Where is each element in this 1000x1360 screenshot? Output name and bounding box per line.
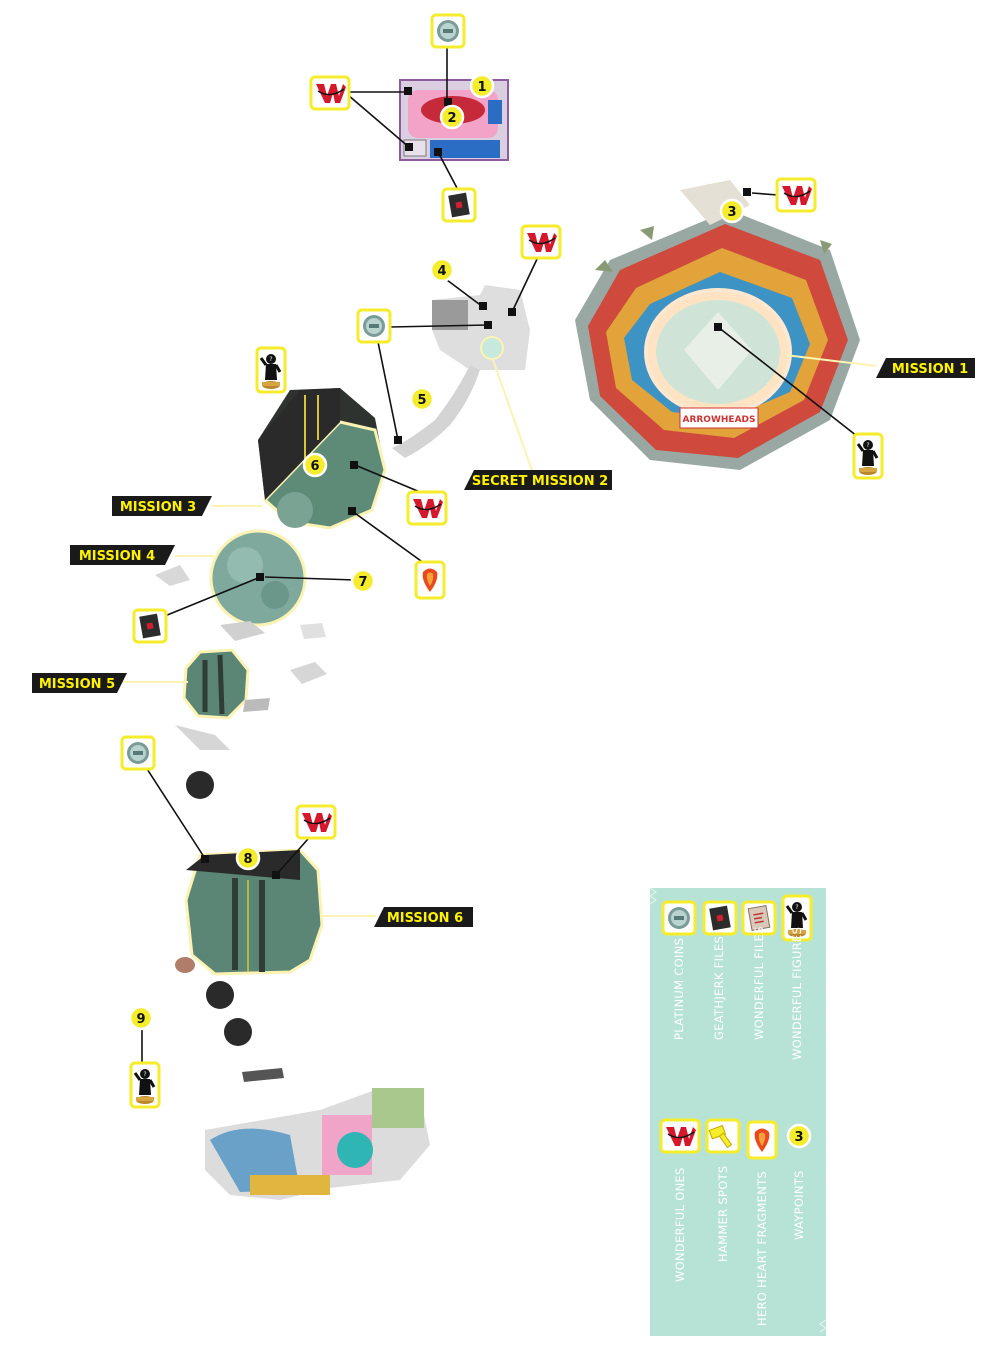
hero-heart-fragment-icon xyxy=(746,1120,778,1160)
svg-text:MISSION 3: MISSION 3 xyxy=(120,500,196,515)
wonderful-one-icon[interactable] xyxy=(295,804,337,840)
marker-squares xyxy=(201,87,751,879)
platinum-coin-icon[interactable] xyxy=(430,13,466,49)
platinum-coin-icon[interactable] xyxy=(120,735,156,771)
waypoint-3[interactable]: 3 xyxy=(719,198,745,224)
mission-label-3: MISSION 3 xyxy=(112,496,212,516)
svg-text:9: 9 xyxy=(136,1012,145,1027)
platinum-coin-icon xyxy=(661,900,697,936)
svg-text:MISSION 5: MISSION 5 xyxy=(39,677,115,692)
svg-text:MISSION 1: MISSION 1 xyxy=(892,362,968,377)
svg-text:6: 6 xyxy=(310,459,319,474)
svg-text:4: 4 xyxy=(437,264,446,279)
area-mission-6 xyxy=(175,848,324,1082)
wonderful-one-icon[interactable] xyxy=(406,490,448,526)
waypoint-7[interactable]: 7 xyxy=(350,568,376,594)
wonderful-figure-icon[interactable] xyxy=(129,1061,161,1109)
waypoint-1[interactable]: 1 xyxy=(469,73,495,99)
wonderful-one-icon[interactable] xyxy=(520,224,562,260)
geathjerk-file-icon[interactable] xyxy=(441,187,477,223)
svg-text:5: 5 xyxy=(417,393,426,408)
waypoint-5[interactable]: 5 xyxy=(409,386,435,412)
svg-text:1: 1 xyxy=(477,80,486,95)
svg-text:8: 8 xyxy=(243,852,252,867)
area-bottom-base xyxy=(205,1088,430,1200)
svg-text:MISSION 6: MISSION 6 xyxy=(387,911,463,926)
legend-waypoint: 3 xyxy=(786,1123,812,1149)
wonderful-one-icon[interactable] xyxy=(775,177,817,213)
legend-waypoints-label: WAYPOINTS xyxy=(792,1170,806,1240)
legend-heart-label: HERO HEART FRAGMENTS xyxy=(755,1171,769,1326)
hammer-spot-icon xyxy=(705,1118,741,1154)
legend-wfigures-label: WONDERFUL FIGURES xyxy=(790,927,804,1060)
legend-wones-label: WONDERFUL ONES xyxy=(673,1167,687,1282)
waypoint-6[interactable]: 6 xyxy=(302,452,328,478)
svg-text:SECRET MISSION 2: SECRET MISSION 2 xyxy=(472,474,608,489)
mission-label-5: MISSION 5 xyxy=(32,673,127,693)
geathjerk-file-icon xyxy=(702,900,738,936)
svg-text:3: 3 xyxy=(727,205,736,220)
legend-panel: PLATINUM COINS GEATHJERK FILES WONDERFUL… xyxy=(649,887,827,1336)
mission-label-4: MISSION 4 xyxy=(70,545,175,565)
geathjerk-file-icon[interactable] xyxy=(132,608,168,644)
area-mission-5 xyxy=(175,648,327,799)
mission-label-6: MISSION 6 xyxy=(374,907,473,927)
legend-platinum-label: PLATINUM COINS xyxy=(672,938,686,1040)
area-stadium: ARROWHEADS xyxy=(575,180,860,470)
leader-lines xyxy=(137,48,863,1080)
svg-text:3: 3 xyxy=(794,1130,803,1145)
platinum-coin-icon[interactable] xyxy=(356,308,392,344)
wonderful-one-icon[interactable] xyxy=(309,75,351,111)
waypoint-2[interactable]: 2 xyxy=(439,104,465,130)
legend-hammer-label: HAMMER SPOTS xyxy=(716,1166,730,1262)
mission-label-1: MISSION 1 xyxy=(876,358,975,378)
mission-leader-lines xyxy=(117,354,877,917)
hero-heart-fragment-icon[interactable] xyxy=(414,560,446,600)
waypoint-8[interactable]: 8 xyxy=(235,845,261,871)
svg-text:MISSION 4: MISSION 4 xyxy=(79,549,155,564)
stadium-banner: ARROWHEADS xyxy=(682,415,755,425)
mission-label-secret-2: SECRET MISSION 2 xyxy=(464,470,612,490)
legend-wfiles-label: WONDERFUL FILES xyxy=(752,926,766,1040)
area-mission-4 xyxy=(155,529,326,641)
waypoint-9[interactable]: 9 xyxy=(128,1005,154,1031)
area-secret-platform xyxy=(392,285,530,458)
wonderful-one-icon xyxy=(659,1118,701,1154)
wonderful-figure-icon[interactable] xyxy=(255,346,287,394)
svg-text:2: 2 xyxy=(447,111,456,126)
legend-geathjerk-label: GEATHJERK FILES xyxy=(712,936,726,1040)
waypoint-4[interactable]: 4 xyxy=(429,257,455,283)
svg-text:7: 7 xyxy=(358,575,367,590)
wonderful-figure-icon[interactable] xyxy=(852,432,884,480)
